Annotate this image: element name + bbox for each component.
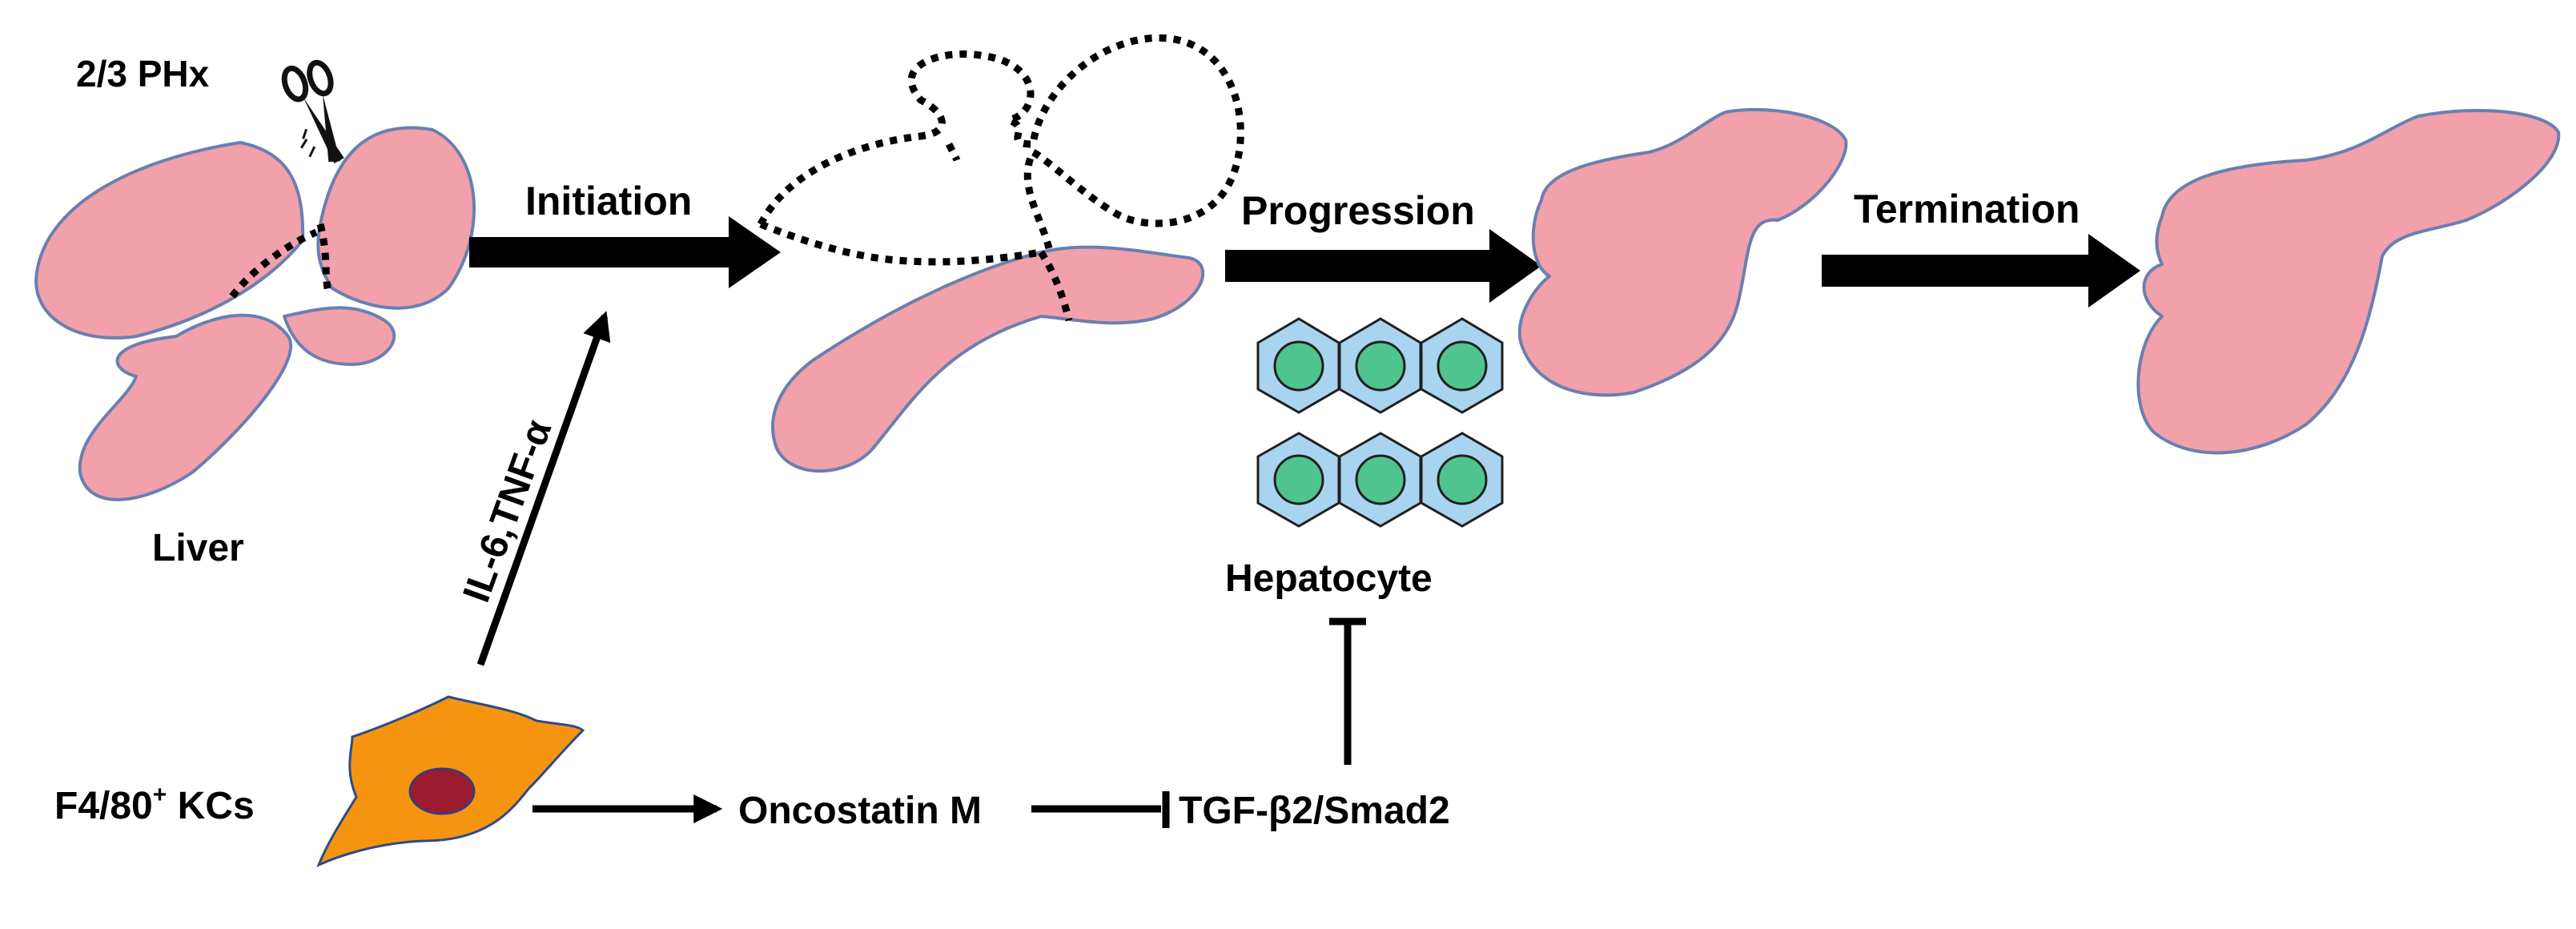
oncostatin-inhibits-tgf <box>1031 791 1170 828</box>
cytokine-arrow: IL-6,TNF-α <box>456 311 611 666</box>
oncostatin-label: Oncostatin M <box>738 790 982 832</box>
kupffer-cell <box>316 695 585 867</box>
progression-arrow: Progression <box>1225 188 1541 303</box>
termination-arrow: Termination <box>1822 187 2140 308</box>
initiation-label: Initiation <box>525 179 692 223</box>
hepatocyte-cluster: Hepatocyte <box>1225 317 1504 600</box>
tgf-label: TGF-β2/Smad2 <box>1179 790 1450 832</box>
kc-nucleus <box>408 767 476 815</box>
liver-stage-initiation <box>757 34 1244 473</box>
scissors-icon <box>281 59 344 163</box>
initiation-arrow: Initiation <box>469 179 781 288</box>
progression-label: Progression <box>1241 188 1475 233</box>
liver-stage-progression <box>1517 107 1848 397</box>
liver-label: Liver <box>152 527 244 569</box>
kcs-label: F4/80+ KCs <box>54 782 255 827</box>
liver-stage-termination <box>2136 109 2561 455</box>
termination-label: Termination <box>1854 187 2080 231</box>
tgf-inhibits-hepatocyte <box>1329 617 1366 765</box>
phx-label: 2/3 PHx <box>76 53 210 95</box>
liver-stage-intact: 2/3 PHx Liver <box>34 53 476 569</box>
hepatocyte-label: Hepatocyte <box>1225 557 1433 600</box>
